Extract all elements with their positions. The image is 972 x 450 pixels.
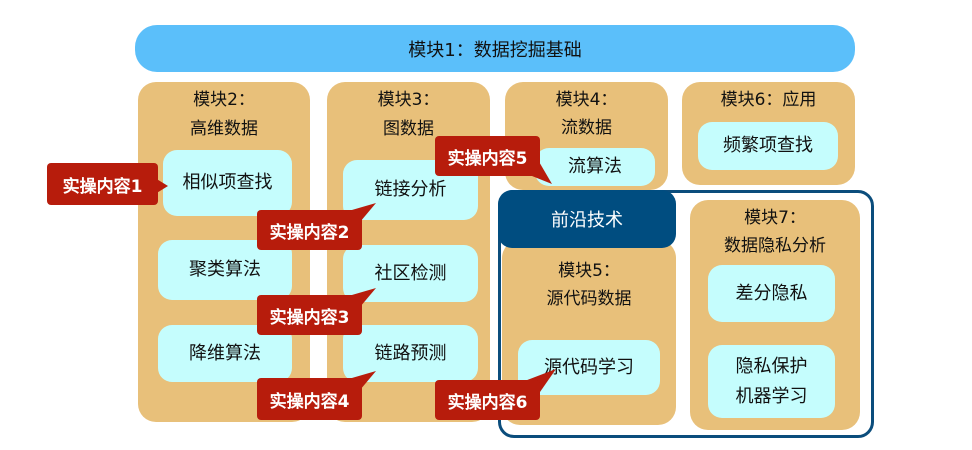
item-frequent-itemsets: 频繁项查找: [698, 122, 838, 170]
item-differential-privacy: 差分隐私: [708, 265, 835, 322]
module-title: 模块5：: [558, 261, 620, 281]
item-similar-search: 相似项查找: [163, 150, 292, 216]
callout-1-pointer: [155, 178, 168, 194]
item-dim-reduction: 降维算法: [158, 325, 292, 382]
item-line: 机器学习: [735, 385, 808, 407]
item-link-prediction: 链路预测: [343, 325, 478, 382]
frontier-tab: 前沿技术: [498, 190, 676, 248]
module-1-bar: 模块1：数据挖掘基础: [135, 25, 855, 72]
module-subtitle: 高维数据: [190, 119, 258, 139]
module-subtitle: 流数据: [561, 118, 612, 138]
module-title: 模块4：: [555, 90, 618, 110]
module-title: 模块6：应用: [720, 90, 817, 110]
item-privacy-ml: 隐私保护 机器学习: [708, 345, 835, 418]
callout-1: 实操内容1: [47, 163, 158, 205]
item-source-code-learning: 源代码学习: [518, 340, 660, 395]
module-title: 模块3：: [377, 90, 440, 110]
callout-2: 实操内容2: [257, 210, 362, 250]
item-clustering: 聚类算法: [158, 240, 292, 300]
callout-6: 实操内容6: [435, 380, 540, 420]
callout-5: 实操内容5: [435, 136, 540, 176]
callout-3: 实操内容3: [257, 295, 362, 335]
module-title: 模块2：: [193, 90, 255, 110]
item-stream-algorithm: 流算法: [535, 148, 655, 186]
module-subtitle: 源代码数据: [546, 289, 632, 309]
callout-4: 实操内容4: [257, 378, 362, 420]
module-title: 模块7：: [744, 208, 806, 228]
item-line: 隐私保护: [735, 355, 808, 377]
module-subtitle: 图数据: [383, 119, 434, 139]
frontier-frame: [498, 190, 874, 438]
module-subtitle: 数据隐私分析: [724, 236, 826, 256]
